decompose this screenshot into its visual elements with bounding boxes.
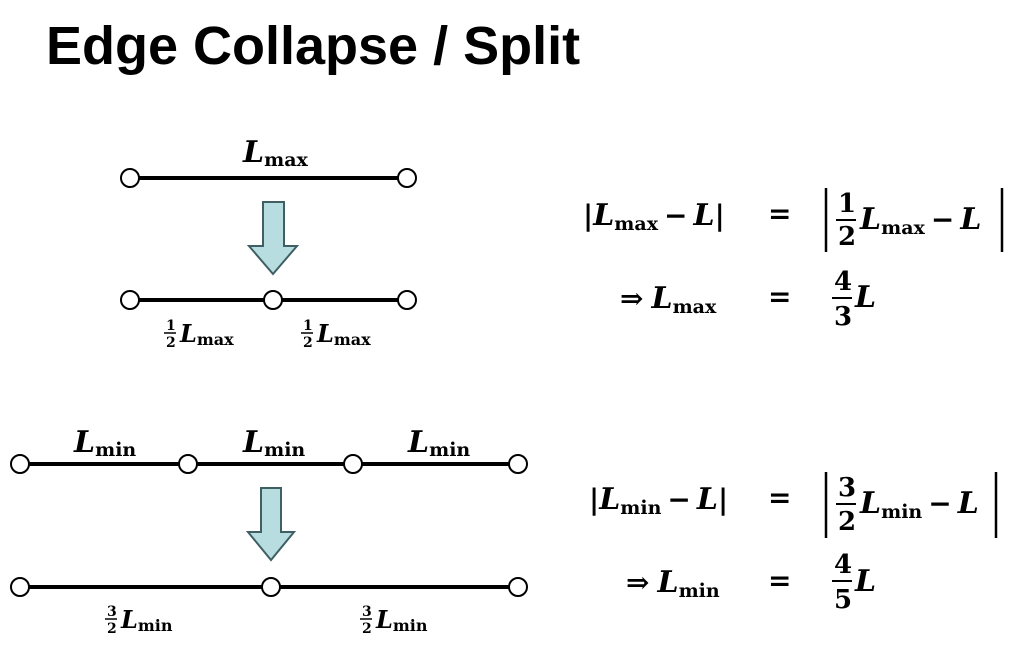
frac-num: 1 [303,318,313,334]
frac-den: 2 [838,222,856,252]
svg-text:Lmin: Lmin [120,605,173,635]
top-split-vertex-right [397,290,417,310]
equation-max-line1: |Lmax−L| = 1 2 Lmax−L [583,188,1004,252]
top-half-label-left: 1 2 Lmax [164,318,234,351]
half-label-var: L [316,319,334,348]
svg-text:L: L [854,564,876,599]
top-edge-label: Lmax [242,135,309,171]
top-down-arrow-icon [246,201,300,276]
top-half-label-right: 1 2 Lmax [301,318,371,351]
bottom-collapsed-vertex-mid [261,577,281,597]
implies-icon: ⇒ [626,566,649,599]
bottom-vertex-4 [508,454,528,474]
svg-text:2: 2 [107,621,117,637]
svg-text:⇒Lmax: ⇒Lmax [620,281,717,318]
bottom-merged-label-left: 3 2 Lmin [105,604,173,637]
bottom-collapsed-vertex-left [10,577,30,597]
svg-text:L: L [854,280,876,315]
top-diagram: Lmax 1 2 Lmax 1 2 Lmax [120,135,417,351]
svg-text:|Lmin−L|: |Lmin−L| [589,482,728,519]
frac-num: 4 [834,550,852,580]
slide-title: Edge Collapse / Split [46,16,581,76]
half-label-sub: max [334,330,371,349]
svg-text:Lmax: Lmax [179,319,234,349]
svg-text:3: 3 [362,604,372,620]
implies-icon: ⇒ [620,282,643,315]
top-edge-label-var: L [242,135,264,170]
equals-sign: = [768,280,791,313]
top-original-vertex-left [120,168,140,188]
equals-sign: = [768,481,791,514]
frac-den: 2 [303,335,313,351]
bottom-vertex-2 [178,454,198,474]
frac-num: 3 [838,473,856,503]
bottom-collapsed-vertex-right [508,577,528,597]
svg-text:Lmax: Lmax [316,319,371,349]
bottom-down-arrow-icon [245,487,297,562]
half-label-var: L [179,319,197,348]
svg-text:2: 2 [362,621,372,637]
top-split-vertex-mid [263,290,283,310]
bottom-diagram: Lmin Lmin Lmin 3 2 Lmin 3 2 Lmin [10,425,528,637]
equation-min-line2: ⇒Lmin = 4 5 L [626,550,876,615]
frac-den: 5 [834,585,852,615]
frac-num: 1 [838,189,856,219]
frac-den: 2 [166,335,176,351]
bottom-vertex-1 [10,454,30,474]
top-edge-label-sub: max [264,149,308,171]
equals-sign: = [768,564,791,597]
bottom-edge-label-1: Lmin [73,425,136,461]
top-original-vertex-right [397,168,417,188]
top-split-vertex-left [120,290,140,310]
frac-den: 2 [838,507,856,537]
svg-text:|Lmax−L|: |Lmax−L| [583,198,725,235]
bottom-vertex-3 [343,454,363,474]
frac-num: 1 [166,318,176,334]
svg-text:⇒Lmin: ⇒Lmin [626,565,720,602]
frac-num: 4 [834,267,852,297]
svg-text:Lmax−L: Lmax−L [859,202,981,239]
equation-min-line1: |Lmin−L| = 3 2 Lmin−L [589,472,998,538]
half-label-sub: max [197,330,234,349]
equation-max-line2: ⇒Lmax = 4 3 L [620,267,876,332]
frac-den: 3 [834,302,852,332]
svg-text:Lmin−L: Lmin−L [859,486,979,523]
bottom-edge-label-3: Lmin [407,425,470,461]
svg-text:3: 3 [107,604,117,620]
bottom-merged-label-right: 3 2 Lmin [360,604,428,637]
svg-text:Lmin: Lmin [375,605,428,635]
equals-sign: = [768,197,791,230]
bottom-edge-label-2: Lmin [242,425,305,461]
